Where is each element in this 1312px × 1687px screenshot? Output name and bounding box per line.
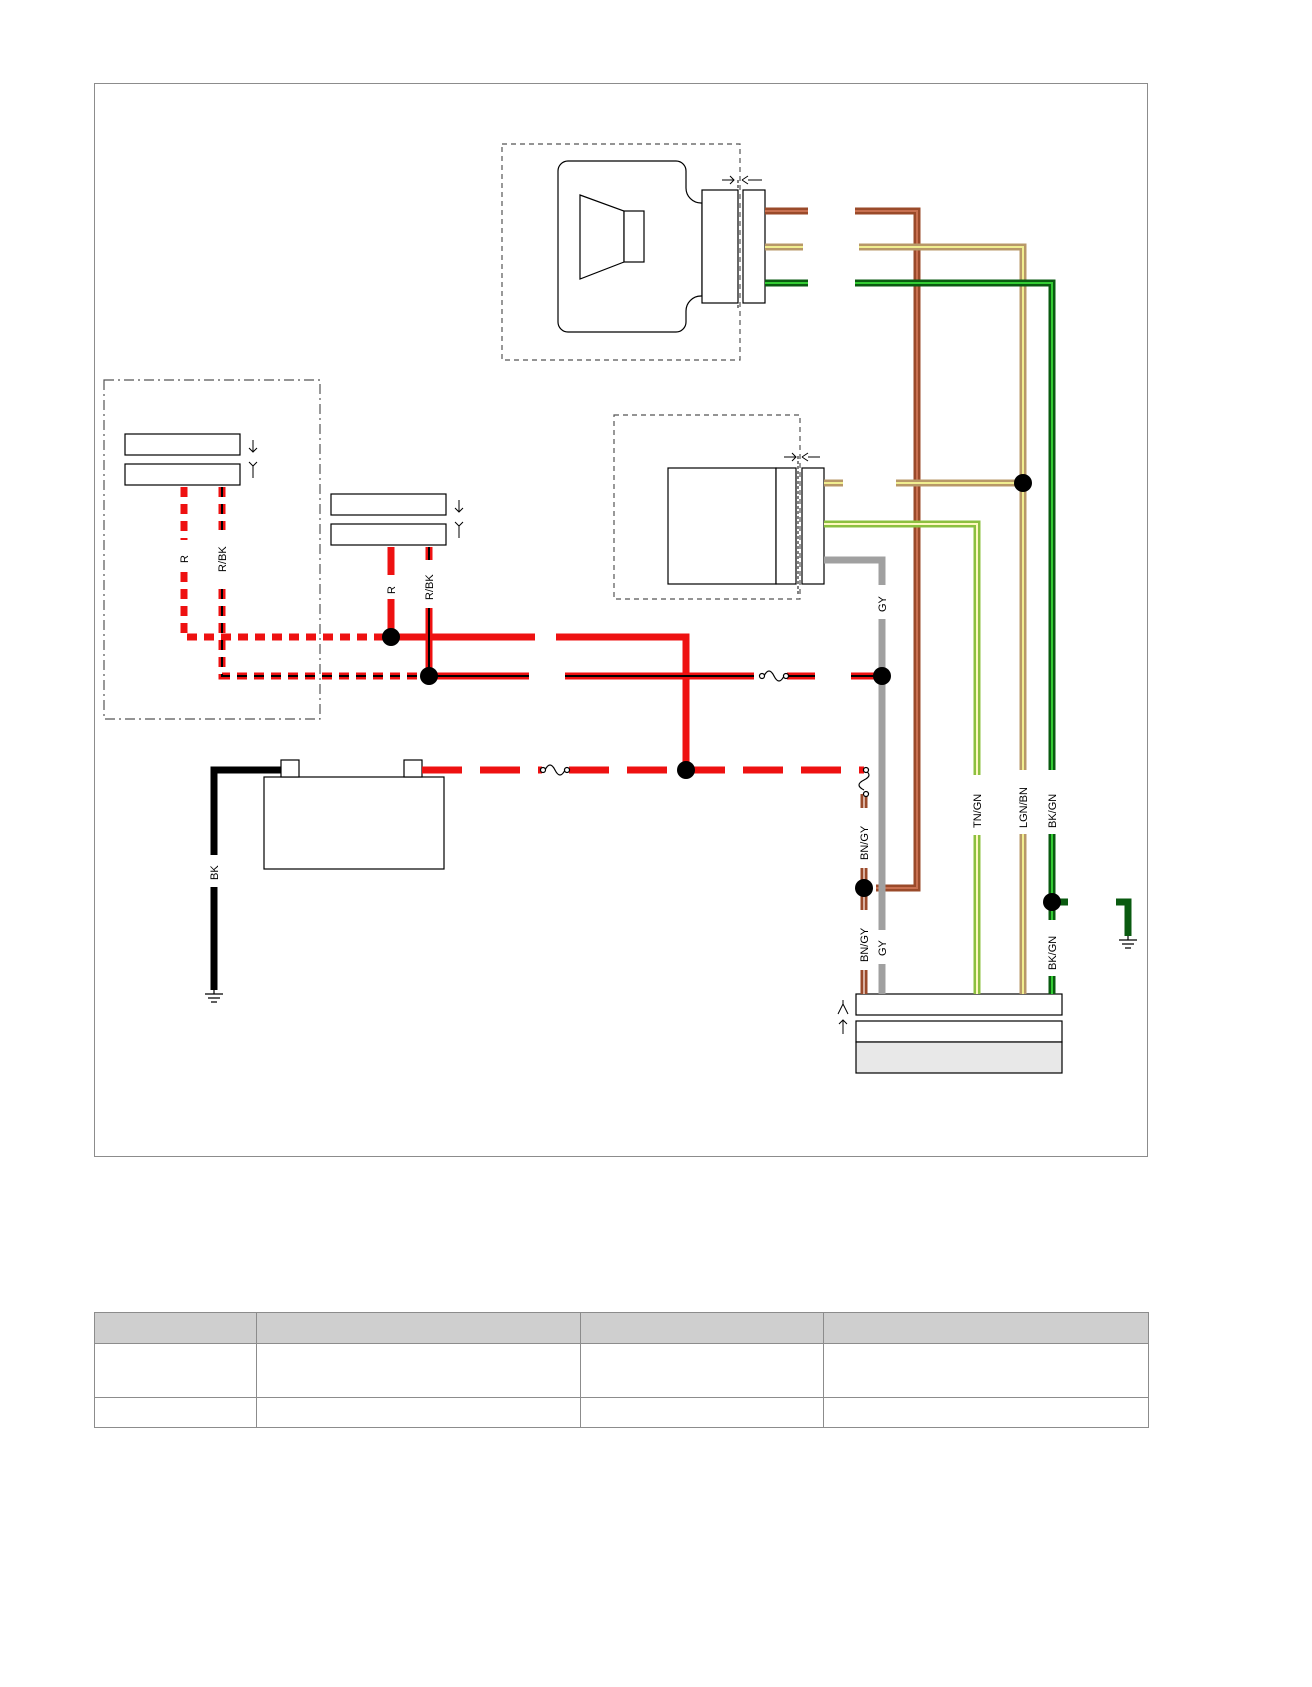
speaker-connector-icon	[701, 175, 766, 308]
wire-tn-gn	[824, 520, 981, 994]
legend-table	[94, 1312, 1149, 1428]
wire-label-bkgn-1: BK/GN	[1047, 794, 1059, 828]
table-cell	[256, 1397, 581, 1428]
wire-bk-gn	[765, 279, 1132, 994]
wire-gray	[824, 556, 886, 994]
wire-brown	[765, 207, 921, 892]
wire-label-backgrounds	[176, 530, 1060, 976]
wire-label-bk: BK	[209, 865, 221, 880]
table-cell	[823, 1397, 1149, 1428]
table-header-cell	[823, 1312, 1149, 1344]
battery-icon	[263, 759, 445, 870]
wire-label-bngy-1: BN/GY	[859, 825, 871, 860]
wire-label-gy-1: GY	[877, 595, 889, 612]
wire-bk	[210, 766, 281, 990]
wire-label-bngy-2: BN/GY	[859, 927, 871, 962]
wire-label-tngn: TN/GN	[972, 794, 984, 828]
table-header-row	[94, 1312, 1149, 1344]
table-row	[94, 1343, 1149, 1398]
control-connector-icon	[775, 452, 825, 594]
bottom-connector-icon	[837, 993, 1063, 1074]
fuse-icon	[539, 670, 870, 798]
table-cell	[580, 1343, 824, 1398]
speaker-module-box	[501, 143, 741, 361]
wire-red	[387, 547, 882, 774]
wire-label-r-1: R	[179, 555, 191, 563]
splice-dots	[382, 474, 1061, 911]
table-cell	[256, 1343, 581, 1398]
table-row	[94, 1397, 1149, 1428]
wire-label-r-2: R	[386, 586, 398, 594]
diagram-frame	[94, 83, 1148, 1157]
table-cell	[94, 1343, 257, 1398]
wire-label-lgnbn: LGN/BN	[1018, 787, 1030, 828]
speaker-icon	[579, 194, 645, 280]
left-connector-icon	[124, 433, 258, 486]
table-header-cell	[256, 1312, 581, 1344]
wire-label-rbk-1: R/BK	[217, 546, 229, 572]
wire-label-gy-2: GY	[877, 939, 889, 956]
table-header-cell	[580, 1312, 824, 1344]
middle-connector-icon	[330, 493, 464, 546]
table-cell	[580, 1397, 824, 1428]
control-module-box	[613, 414, 801, 600]
table-cell	[94, 1397, 257, 1428]
table-cell	[823, 1343, 1149, 1398]
ground-icon	[205, 936, 1137, 1003]
wire-label-bkgn-2: BK/GN	[1047, 936, 1059, 970]
wire-lgn-bn	[765, 243, 1027, 994]
table-header-cell	[94, 1312, 257, 1344]
left-module-box	[103, 379, 321, 720]
wire-label-rbk-2: R/BK	[424, 574, 436, 600]
wire-red-dotted	[180, 487, 429, 680]
control-module-body	[667, 467, 777, 585]
